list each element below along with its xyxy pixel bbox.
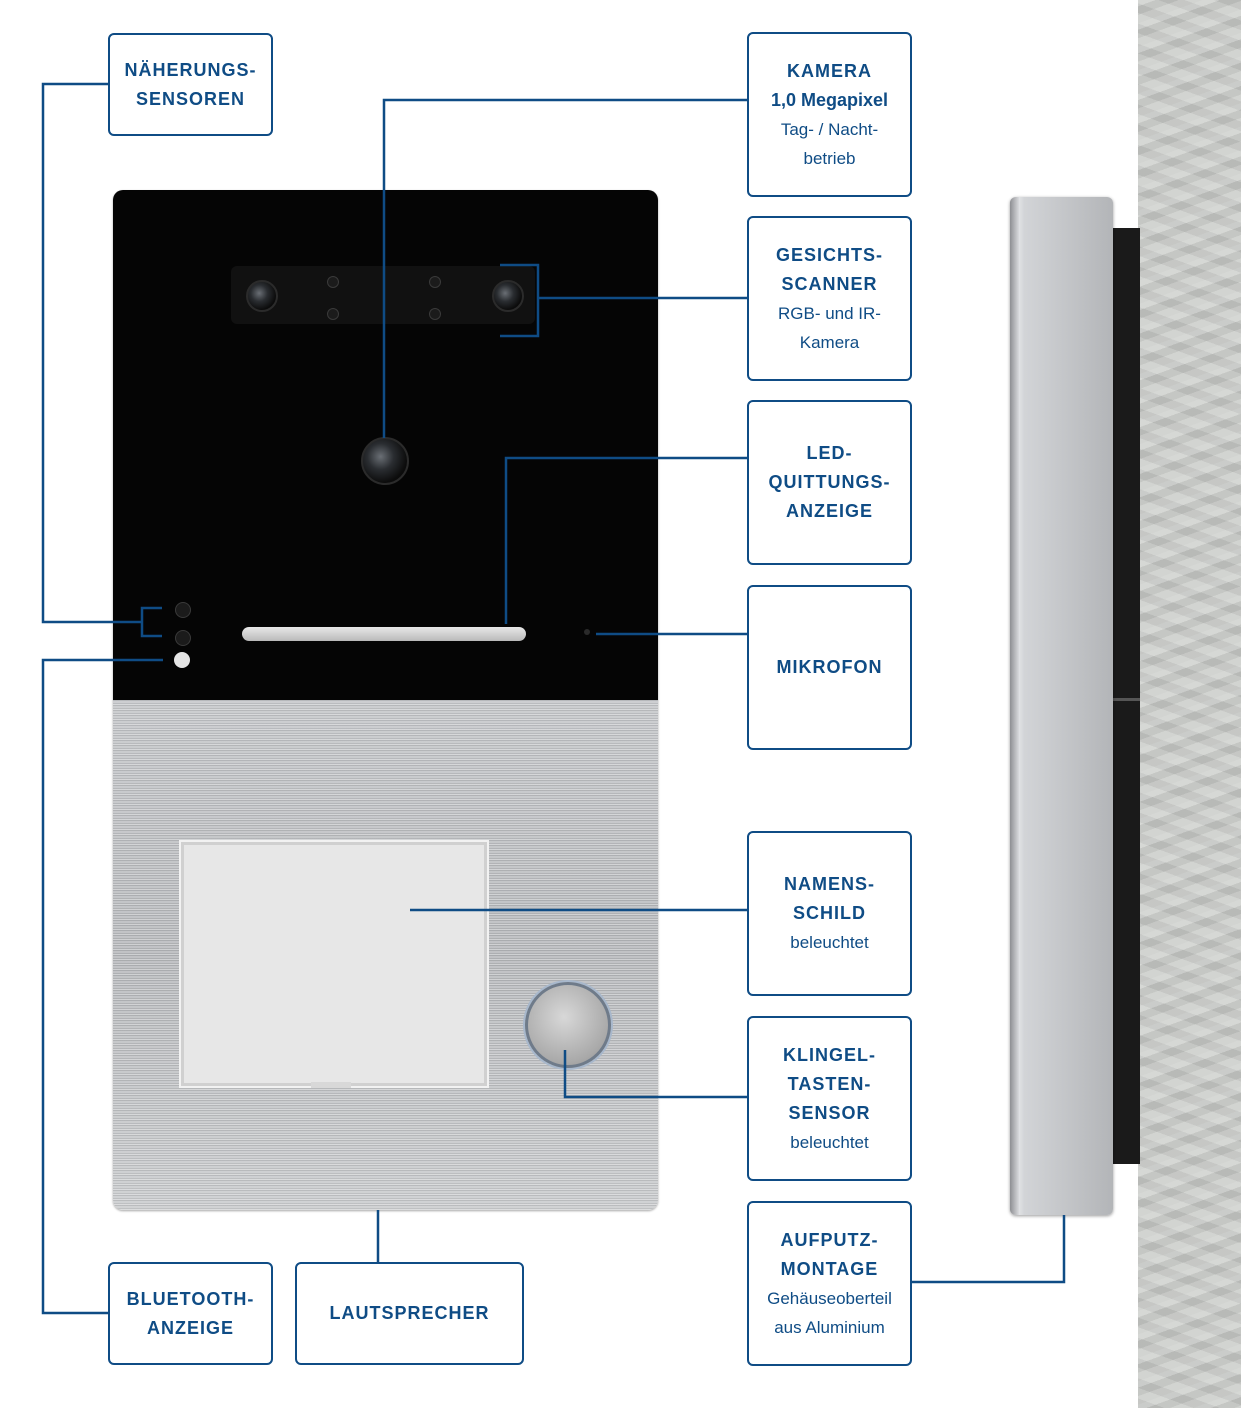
label-kamera-desc2: betrieb	[803, 148, 856, 168]
label-naeherung-line1: NÄHERUNGS-	[124, 59, 257, 80]
label-aufputzmontage: AUFPUTZ- MONTAGE Gehäuseoberteil aus Alu…	[747, 1201, 912, 1366]
wall-background	[1138, 0, 1241, 1408]
label-mikrofon: MIKROFON	[747, 585, 912, 750]
label-kamera: KAMERA 1,0 Megapixel Tag- / Nacht- betri…	[747, 32, 912, 197]
label-aufputz-title1: AUFPUTZ-	[780, 1229, 879, 1250]
label-bluetooth-anzeige: BLUETOOTH- ANZEIGE	[108, 1262, 273, 1365]
label-klingel-title3: SENSOR	[788, 1102, 871, 1123]
side-view-aluminium-housing	[1010, 197, 1113, 1215]
label-kamera-title: KAMERA	[787, 60, 872, 81]
line-led	[504, 456, 748, 624]
label-namensschild-title2: SCHILD	[793, 903, 866, 923]
ir-led-2	[327, 308, 339, 320]
ir-led-1	[327, 276, 339, 288]
label-led-line1: LED-	[806, 443, 853, 463]
line-bluetooth	[41, 658, 163, 1315]
label-gesicht-desc1: RGB- und IR-	[778, 303, 881, 323]
name-plate-notch	[311, 1082, 351, 1088]
label-namensschild-desc: beleuchtet	[790, 933, 869, 952]
proximity-sensor-1	[175, 602, 191, 618]
label-led-line2: QUITTUNGS-	[768, 472, 891, 492]
housing-seam	[1113, 698, 1140, 701]
label-aufputz-title2: MONTAGE	[780, 1258, 879, 1279]
main-camera-lens	[361, 437, 409, 485]
label-klingel-title1: KLINGEL-	[783, 1044, 876, 1065]
label-led-quittungsanzeige: LED- QUITTUNGS- ANZEIGE	[747, 400, 912, 565]
line-klingel	[563, 1050, 748, 1099]
ir-led-4	[429, 308, 441, 320]
label-klingeltastensensor: KLINGEL- TASTEN- SENSOR beleuchtet	[747, 1016, 912, 1181]
label-naeherungssensoren: NÄHERUNGS- SENSOREN	[108, 33, 273, 136]
side-view-back-housing	[1113, 228, 1140, 1164]
side-view-front-edge	[1010, 197, 1019, 1215]
proximity-sensor-2	[175, 630, 191, 646]
label-naeherung-line2: SENSOREN	[135, 88, 246, 109]
label-bluetooth-line2: ANZEIGE	[146, 1317, 234, 1338]
bluetooth-indicator	[174, 652, 190, 668]
label-kamera-desc1: Tag- / Nacht-	[780, 119, 879, 139]
microphone-hole	[584, 629, 590, 635]
bracket-gesicht	[500, 263, 540, 338]
line-aufputz	[912, 1215, 1066, 1284]
bell-button[interactable]	[525, 982, 611, 1068]
label-klingel-title2: TASTEN-	[787, 1073, 872, 1094]
label-gesicht-desc2: Kamera	[799, 332, 860, 352]
label-kamera-subtitle: 1,0 Megapixel	[770, 89, 889, 110]
ir-led-3	[429, 276, 441, 288]
face-scanner-lens-left	[246, 280, 278, 312]
bracket-naeherung	[140, 606, 162, 638]
label-led-line3: ANZEIGE	[785, 501, 873, 521]
label-lautsprecher: LAUTSPRECHER	[295, 1262, 524, 1365]
label-bluetooth-line1: BLUETOOTH-	[126, 1288, 255, 1309]
label-mikrofon-title: MIKROFON	[776, 657, 883, 677]
label-gesichtsscanner: GESICHTS- SCANNER RGB- und IR- Kamera	[747, 216, 912, 381]
line-kamera	[382, 98, 748, 438]
line-naeherung	[41, 82, 142, 624]
led-acknowledgement-bar	[242, 627, 526, 641]
label-gesicht-title2: SCANNER	[781, 273, 878, 294]
label-gesicht-title1: GESICHTS-	[775, 244, 883, 265]
aluminium-panel	[113, 700, 658, 1210]
name-plate	[179, 840, 489, 1088]
label-aufputz-desc2: aus Aluminium	[774, 1317, 885, 1337]
face-scanner-lens-right	[492, 280, 524, 312]
label-klingel-desc: beleuchtet	[790, 1132, 869, 1152]
label-lautsprecher-title: LAUTSPRECHER	[329, 1303, 490, 1323]
label-namensschild: NAMENS- SCHILD beleuchtet	[747, 831, 912, 996]
door-station-front	[113, 190, 658, 1210]
label-namensschild-title1: NAMENS-	[784, 874, 875, 894]
label-aufputz-desc1: Gehäuseoberteil	[767, 1288, 892, 1308]
